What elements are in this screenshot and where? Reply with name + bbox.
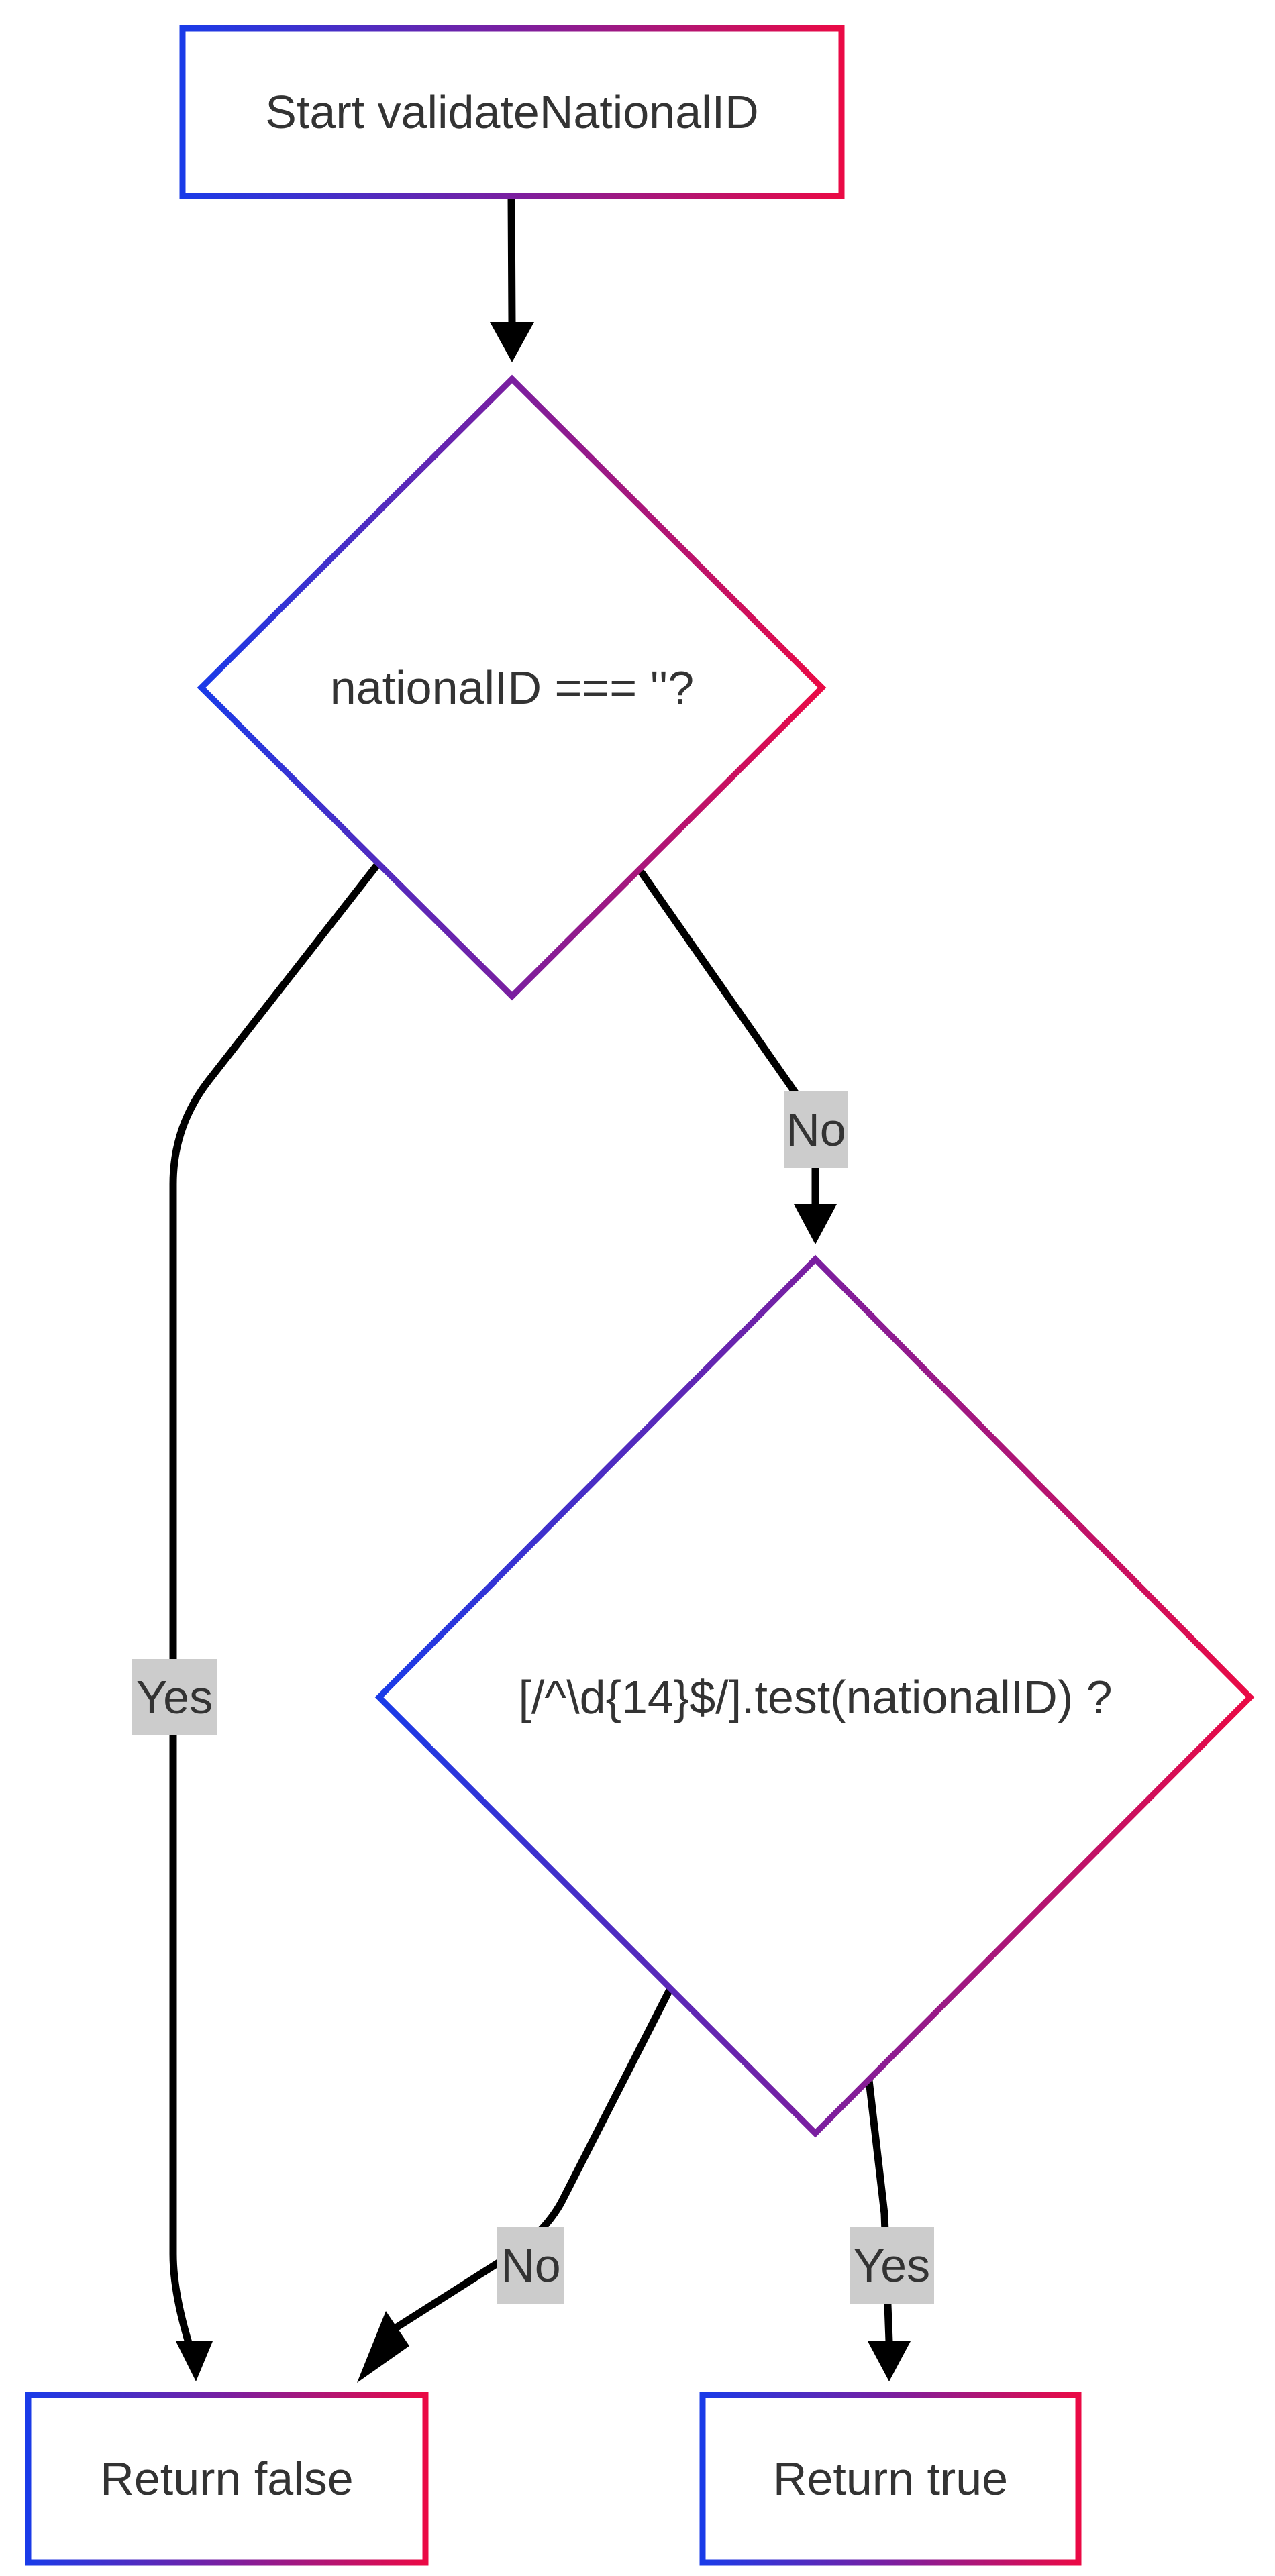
- return-true-node: Return true: [699, 2392, 1082, 2566]
- edge-label-background: [497, 2227, 564, 2304]
- edge-label-background: [850, 2227, 934, 2304]
- decision-empty-label: nationalID === ''?: [330, 661, 694, 714]
- edge-line: [169, 863, 380, 2355]
- edge-label-text: Yes: [136, 1671, 213, 1723]
- arrow-head-icon: [357, 2311, 409, 2383]
- edge-line: [507, 192, 516, 326]
- decision-regex-label: [/^\d{14}$/].test(nationalID) ?: [518, 1671, 1112, 1723]
- arrow-head-icon: [490, 322, 534, 362]
- arrow-head-icon: [794, 1204, 837, 1244]
- return-true-box: [699, 2392, 1082, 2566]
- start-node-label: Start validateNationalID: [265, 86, 758, 138]
- edge-label-empty-no: No: [784, 1091, 848, 1168]
- arrow-head-icon: [176, 2341, 213, 2381]
- return-false-label: Return false: [100, 2453, 353, 2505]
- edge-empty-no: [638, 869, 837, 1244]
- edge-empty-yes: [169, 863, 380, 2381]
- arrow-head-icon: [868, 2341, 911, 2381]
- start-node-box: [179, 25, 845, 199]
- decision-regex-diamond: [374, 1254, 1255, 2138]
- decision-empty-node: nationalID === ''?: [197, 374, 827, 1001]
- edge-start-to-decision: [490, 192, 534, 362]
- decision-empty-diamond: [197, 374, 827, 1001]
- edge-label-background: [784, 1091, 848, 1168]
- return-true-label: Return true: [773, 2453, 1008, 2505]
- edge-label-text: No: [786, 1104, 846, 1156]
- decision-regex-node: [/^\d{14}$/].test(nationalID) ?: [374, 1254, 1255, 2138]
- edge-label-text: No: [501, 2239, 560, 2292]
- return-false-box: [25, 2392, 429, 2566]
- start-node: Start validateNationalID: [179, 25, 845, 199]
- edge-label-text: Yes: [854, 2239, 930, 2292]
- edge-label-empty-yes: Yes: [132, 1659, 217, 1735]
- edge-label-background: [132, 1659, 217, 1735]
- edge-regex-no: [357, 1987, 673, 2383]
- return-false-node: Return false: [25, 2392, 429, 2566]
- edge-label-regex-no: No: [497, 2227, 564, 2304]
- edge-label-regex-yes: Yes: [850, 2227, 934, 2304]
